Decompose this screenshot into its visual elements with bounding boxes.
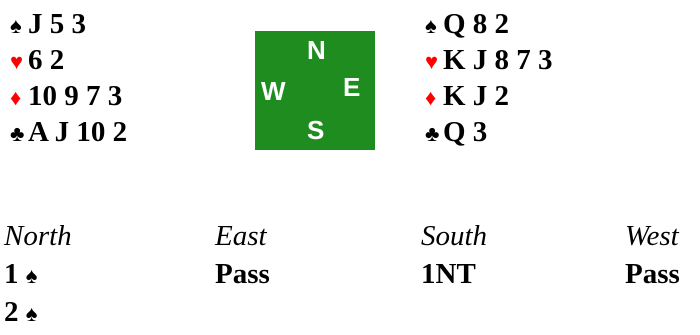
spade-icon: ♠ xyxy=(25,301,38,326)
club-icon: ♣ xyxy=(10,121,25,146)
left-hearts-row: ♥6 2 xyxy=(10,42,127,78)
bid-south-1: 1NT xyxy=(421,258,476,290)
left-diamonds-cards: 10 9 7 3 xyxy=(28,80,123,112)
right-hearts-row: ♥K J 8 7 3 xyxy=(425,42,553,78)
spade-icon: ♠ xyxy=(10,13,22,38)
header-north: North xyxy=(4,220,72,252)
bid-level: 1 xyxy=(4,258,19,290)
left-spades-row: ♠J 5 3 xyxy=(10,6,127,42)
header-south: South xyxy=(421,220,488,252)
bid-level: 2 xyxy=(4,296,19,328)
spade-icon: ♠ xyxy=(425,13,437,38)
bid-north-2: 2 ♠ xyxy=(4,293,37,331)
right-spades-cards: Q 8 2 xyxy=(443,8,510,40)
compass-north: N xyxy=(307,35,326,65)
heart-icon: ♥ xyxy=(10,49,24,74)
heart-icon: ♥ xyxy=(425,49,439,74)
left-clubs-cards: A J 10 2 xyxy=(28,116,128,148)
compass-west: W xyxy=(261,76,286,106)
spade-icon: ♠ xyxy=(25,263,38,288)
right-clubs-cards: Q 3 xyxy=(443,116,488,148)
compass-south: S xyxy=(307,115,325,145)
compass-box: N W E S xyxy=(255,31,375,150)
left-spades-cards: J 5 3 xyxy=(28,8,86,40)
header-east: East xyxy=(215,220,267,252)
left-hearts-cards: 6 2 xyxy=(28,44,65,76)
left-diamonds-row: ♦10 9 7 3 xyxy=(10,78,127,114)
right-diamonds-cards: K J 2 xyxy=(443,80,510,112)
right-hand: ♠Q 8 2 ♥K J 8 7 3 ♦K J 2 ♣Q 3 xyxy=(425,6,553,150)
bid-west-1: Pass xyxy=(625,258,680,290)
club-icon: ♣ xyxy=(425,121,440,146)
right-spades-row: ♠Q 8 2 xyxy=(425,6,553,42)
bid-north-1: 1 ♠ xyxy=(4,255,37,293)
right-clubs-row: ♣Q 3 xyxy=(425,114,553,150)
right-hearts-cards: K J 8 7 3 xyxy=(443,44,553,76)
left-hand: ♠J 5 3 ♥6 2 ♦10 9 7 3 ♣A J 10 2 xyxy=(10,6,127,150)
left-clubs-row: ♣A J 10 2 xyxy=(10,114,127,150)
bid-east-1: Pass xyxy=(215,258,270,290)
right-diamonds-row: ♦K J 2 xyxy=(425,78,553,114)
header-west: West xyxy=(625,220,679,252)
compass-east: E xyxy=(343,72,361,102)
diamond-icon: ♦ xyxy=(10,85,22,110)
diamond-icon: ♦ xyxy=(425,85,437,110)
